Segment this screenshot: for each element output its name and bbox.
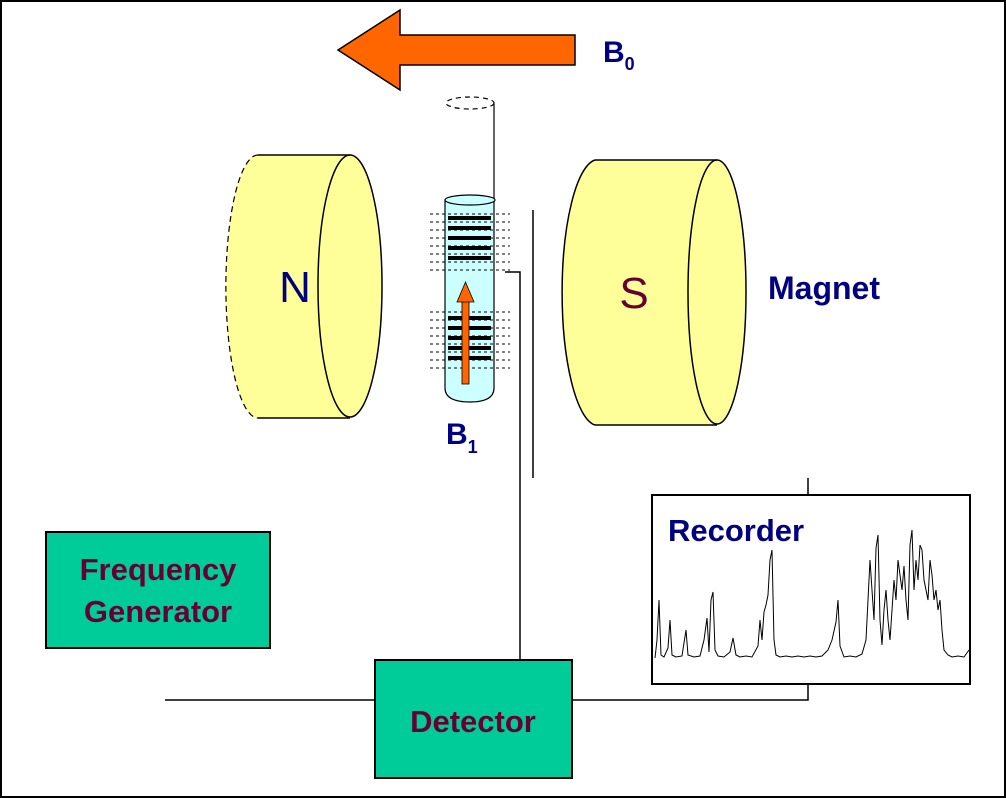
recorder-wire [572, 684, 809, 701]
detector-label: Detector [410, 704, 536, 739]
b1-field-arrow [456, 280, 475, 385]
north-magnet [225, 154, 383, 419]
b0-field-arrow [336, 8, 576, 92]
frequency-generator-box [45, 531, 271, 649]
frequency-generator-label-line2: Generator [84, 594, 232, 629]
recorder-box [651, 494, 971, 685]
south-magnet [561, 159, 747, 426]
south-pole-label: S [619, 269, 648, 318]
recorder-spectrum-trace [654, 529, 970, 659]
north-pole-label: N [279, 263, 311, 312]
b0-label: B0 [603, 36, 635, 74]
recorder-label: Recorder [668, 513, 804, 548]
detector-box [374, 659, 573, 779]
sample-probe [430, 96, 521, 660]
magnet-label: Magnet [768, 270, 880, 306]
frequency-generator-label-line1: Frequency [80, 552, 238, 587]
b1-label: B1 [446, 418, 478, 457]
